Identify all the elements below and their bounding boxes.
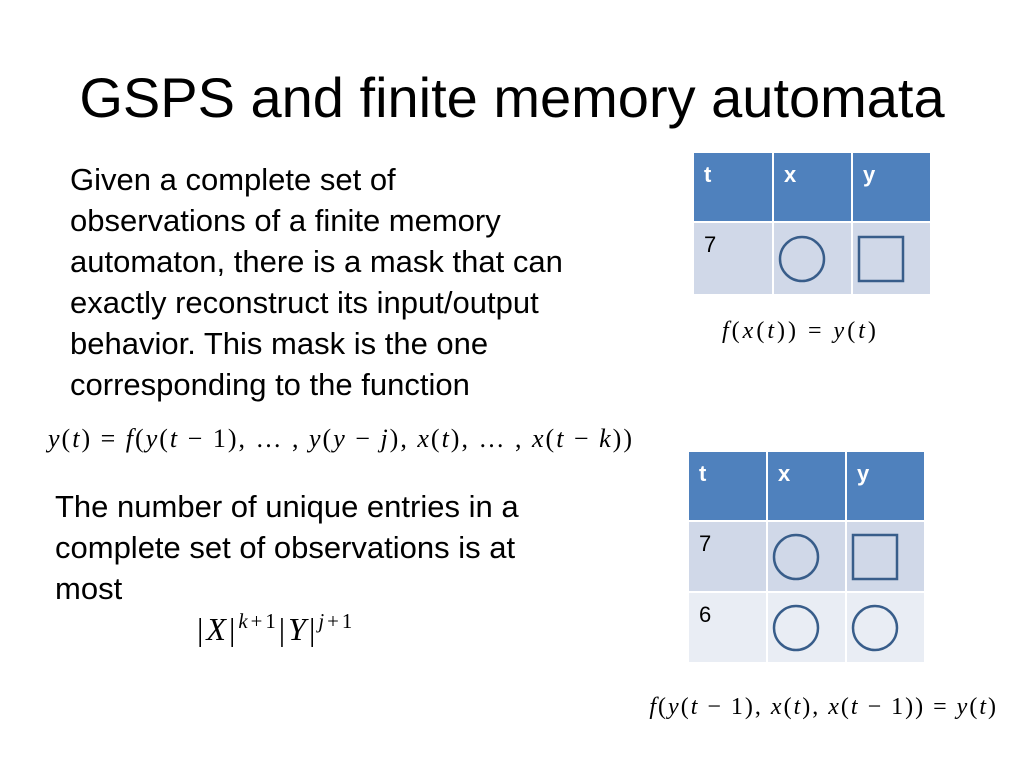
math-variable: t	[858, 318, 868, 344]
paragraph-line: corresponding to the function	[70, 367, 470, 402]
slide-title: GSPS and finite memory automata	[79, 66, 945, 129]
circle-shape	[851, 604, 899, 651]
cell-y	[847, 522, 924, 591]
math-variable: x	[770, 694, 784, 720]
math-variable: x	[828, 694, 841, 720]
math-variable: y	[48, 424, 62, 453]
circle-outline	[772, 604, 820, 651]
math-variable: t	[169, 424, 180, 453]
formula-mask-function: y(t) = f(y(t − 1), … , y(y − j), x(t), ……	[48, 424, 634, 453]
math-variable: y	[309, 424, 323, 453]
square-shape	[851, 533, 899, 580]
math-variable: t	[850, 694, 860, 720]
formula-table-1: f(x(t)) = y(t)	[722, 318, 879, 344]
math-variable: t	[690, 694, 700, 720]
formula-term-y: |Y|j+1	[278, 609, 356, 647]
paragraph-line: observations of a finite memory	[70, 203, 501, 238]
math-variable: j	[380, 424, 390, 453]
paragraph-line: exactly reconstruct its input/output	[70, 285, 539, 320]
square-outline	[851, 533, 899, 580]
circle-shape	[772, 604, 820, 651]
formula-table-2: f(y(t − 1), x(t), x(t − 1)) = y(t)	[649, 694, 998, 720]
math-variable: j	[318, 609, 328, 633]
math-variable: k	[599, 424, 613, 453]
math-variable: y	[956, 694, 970, 720]
cell-y	[847, 593, 924, 662]
cell-x	[768, 522, 845, 591]
math-variable: x	[417, 424, 431, 453]
observation-table-2: t x y 7 6	[689, 452, 924, 662]
circle-outline	[778, 235, 826, 282]
math-variable: y	[833, 318, 848, 344]
math-variable: X	[206, 611, 229, 647]
math-variable: t	[767, 318, 777, 344]
header-cell-t: t	[689, 452, 766, 520]
paragraph-line: behavior. This mask is the one	[70, 326, 489, 361]
header-cell-x: x	[774, 153, 851, 221]
math-variable: t	[72, 424, 82, 453]
math-variable: f	[125, 424, 136, 453]
header-cell-x: x	[768, 452, 845, 520]
math-variable: f	[649, 694, 659, 720]
circle-shape	[778, 235, 826, 282]
paragraph-line: complete set of observations is at	[55, 530, 516, 565]
math-variable: x	[742, 318, 757, 344]
header-cell-y: y	[847, 452, 924, 520]
math-variable: t	[556, 424, 566, 453]
term-base: |X|	[197, 611, 239, 647]
math-variable: y	[333, 424, 347, 453]
cell-t: 6	[689, 593, 766, 662]
square-shape	[857, 235, 905, 282]
term-base: |Y|	[278, 611, 319, 647]
circle-outline	[772, 533, 820, 580]
term-exponent: k+1	[238, 609, 279, 633]
math-variable: k	[238, 609, 251, 633]
math-variable: f	[722, 318, 732, 344]
header-cell-y: y	[853, 153, 930, 221]
math-variable: x	[531, 424, 546, 453]
math-variable: t	[793, 694, 803, 720]
circle-shape	[772, 533, 820, 580]
circle-outline	[851, 604, 899, 651]
observation-table-1: t x y 7	[694, 153, 930, 294]
cell-y	[853, 223, 930, 294]
math-variable: t	[441, 424, 451, 453]
cell-x	[774, 223, 851, 294]
formula-term-x: |X|k+1	[197, 609, 279, 647]
term-exponent: j+1	[318, 609, 356, 633]
square-outline	[857, 235, 905, 282]
math-variable: y	[668, 694, 681, 720]
body-paragraph-mask: Given a complete set of observations of …	[70, 159, 563, 405]
paragraph-line: most	[55, 571, 123, 606]
math-variable: t	[979, 694, 988, 720]
cell-x	[768, 593, 845, 662]
math-variable: Y	[288, 611, 309, 647]
cell-t: 7	[689, 522, 766, 591]
header-cell-t: t	[694, 153, 772, 221]
paragraph-line: The number of unique entries in a	[55, 489, 519, 524]
cell-t: 7	[694, 223, 772, 294]
formula-observation-bound: |X|k+1|Y|j+1	[197, 609, 355, 654]
math-variable: y	[145, 424, 160, 453]
paragraph-line: automaton, there is a mask that can	[70, 244, 563, 279]
body-paragraph-count: The number of unique entries in a comple…	[55, 486, 519, 609]
paragraph-line: Given a complete set of	[70, 162, 396, 197]
